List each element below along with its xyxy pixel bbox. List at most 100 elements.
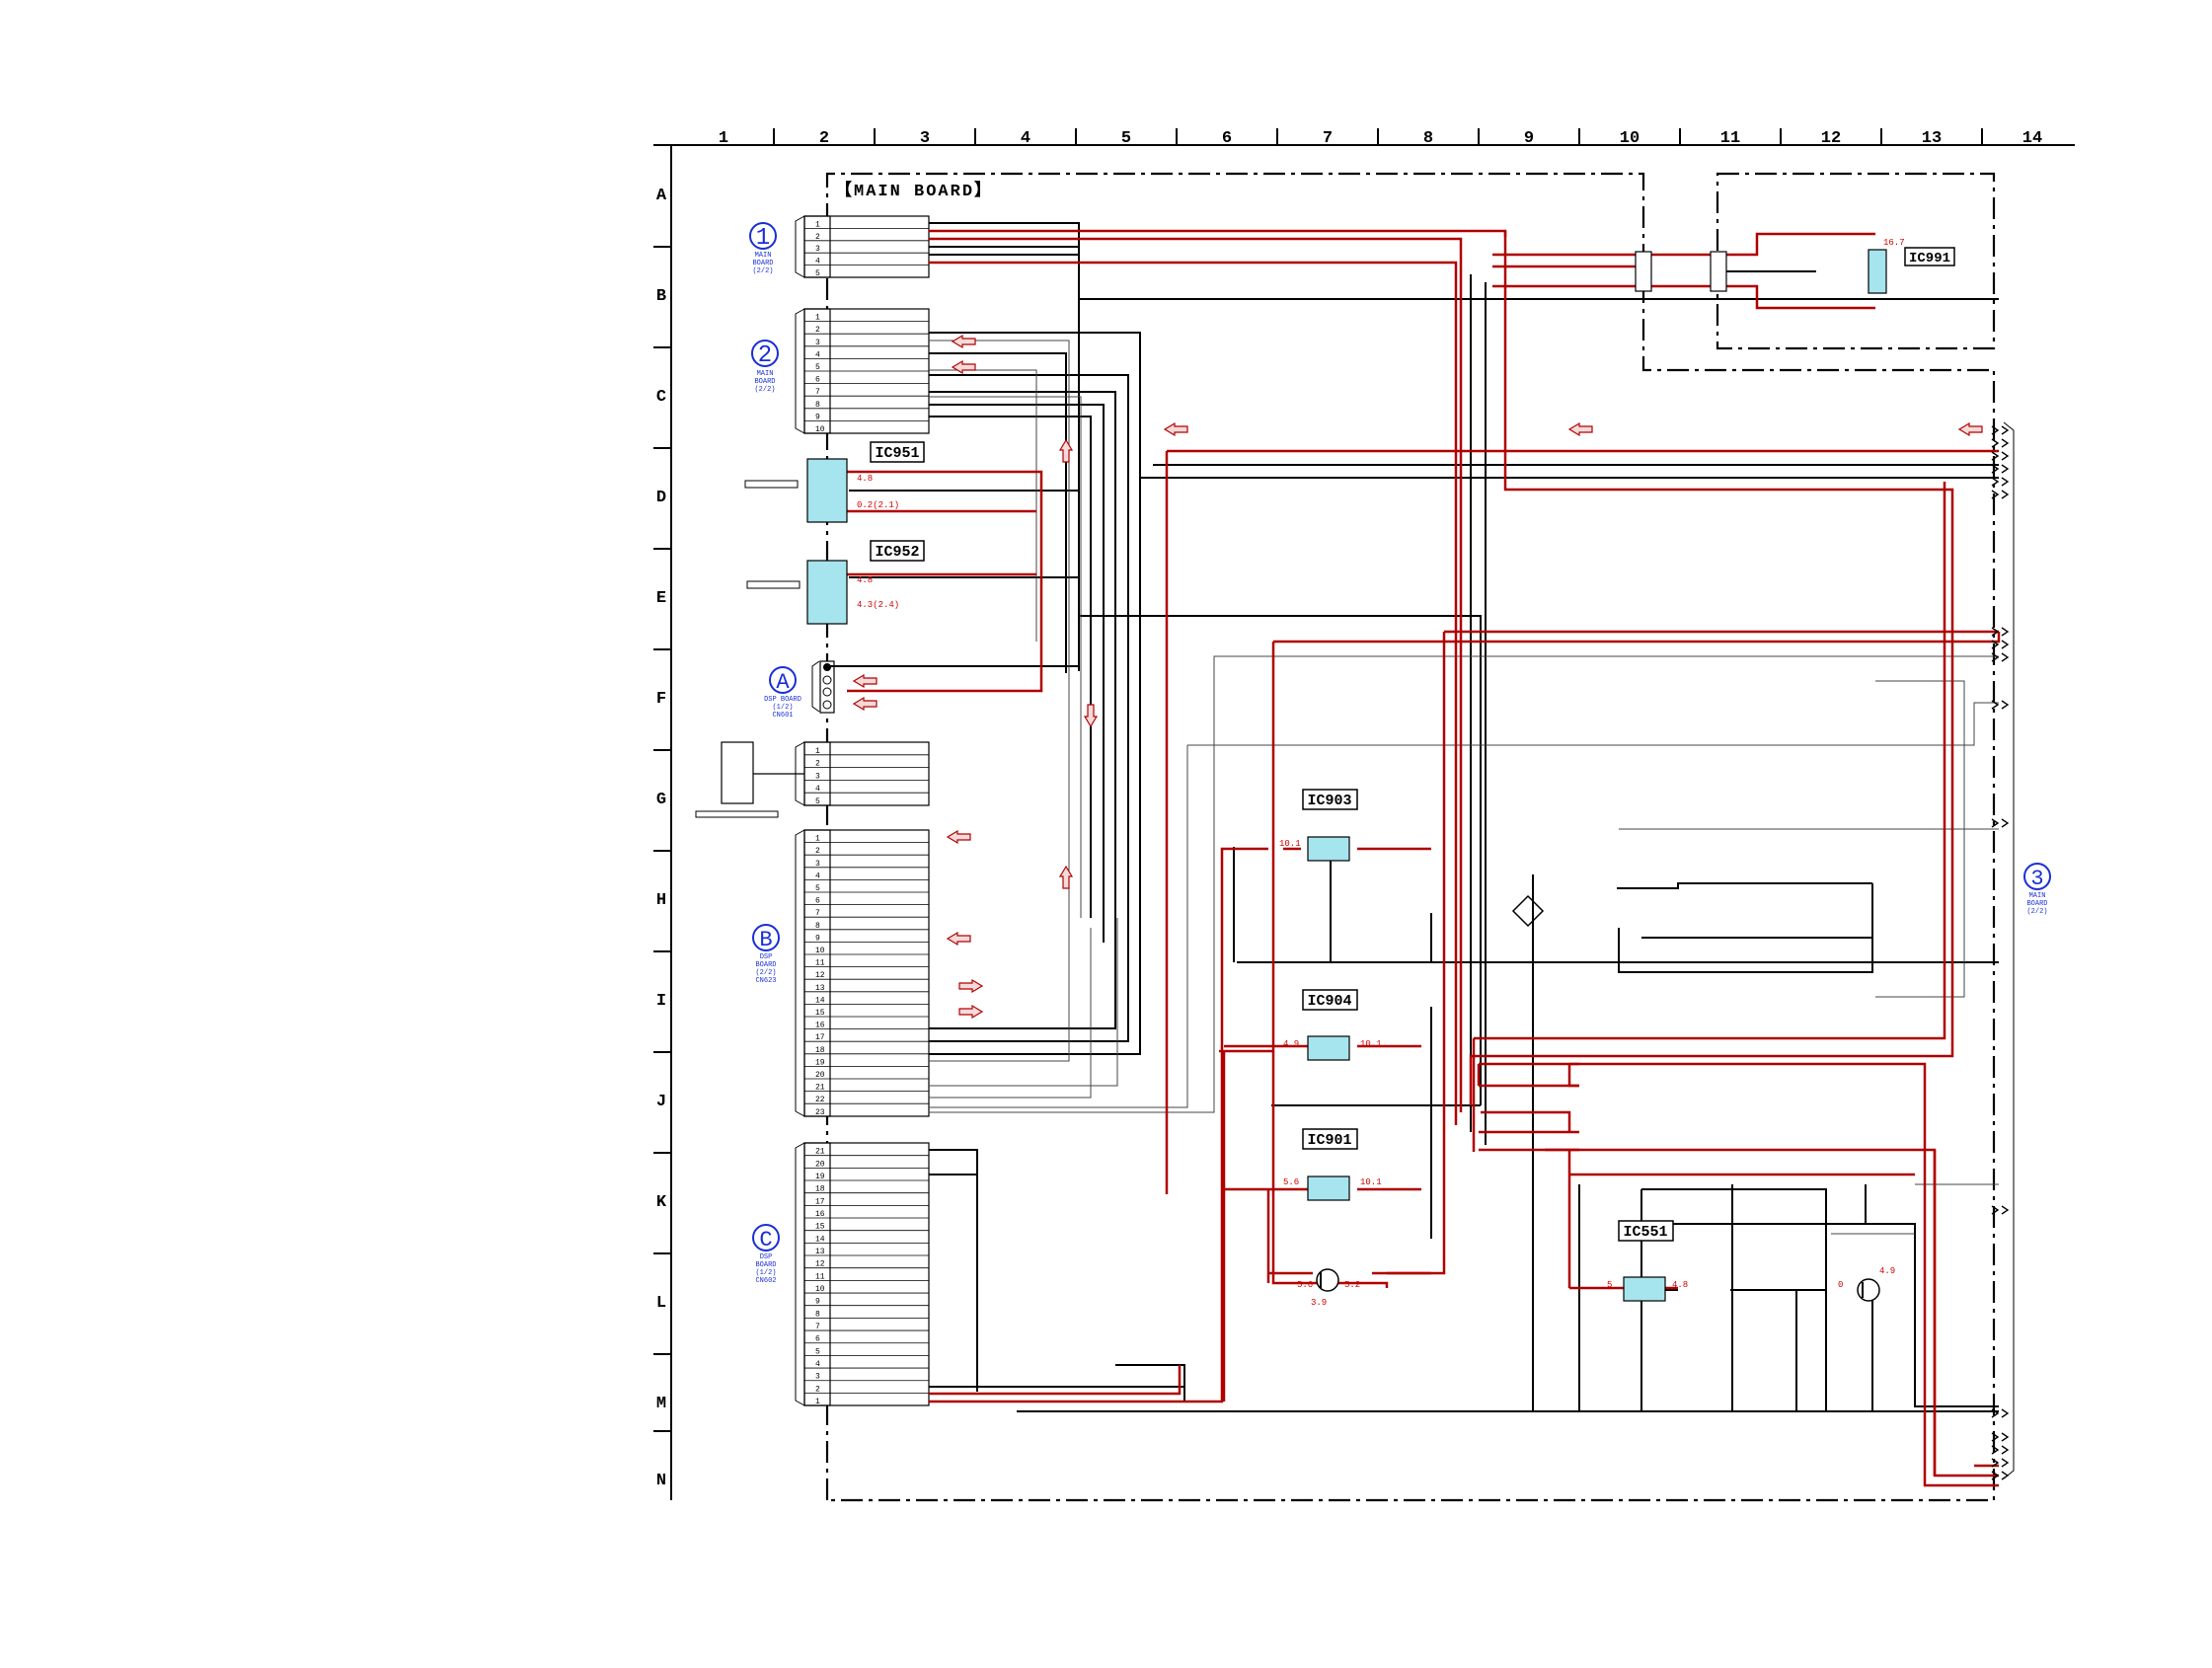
row-label: C: [656, 388, 666, 407]
column-label: 8: [1423, 129, 1433, 148]
connector-2-pin: 7: [815, 388, 820, 397]
connector-3: 3 MAIN BOARD (2/2): [2003, 421, 2051, 1479]
row-label: M: [656, 1395, 666, 1413]
ic551-label: IC551: [1623, 1224, 1667, 1241]
connector-a-marker: A: [776, 670, 790, 695]
transistor-l7-voltage-base: 3.9: [1311, 1298, 1327, 1308]
diode-bridge: [1511, 894, 1545, 928]
thin-traces: [929, 340, 1999, 1235]
connector-2-pin: 8: [815, 401, 820, 410]
connector-2-marker: 2: [758, 342, 772, 369]
ic951: IC951 4.8 0.2(2.1): [744, 441, 925, 523]
connector-b-pin: 11: [815, 959, 825, 968]
connector-2-pin: 9: [815, 413, 820, 421]
connector-c-pin: 19: [815, 1173, 825, 1181]
ic904-voltage-in: 4.9: [1283, 1039, 1299, 1049]
row-label: H: [656, 891, 666, 910]
connector-c-pin: 8: [815, 1310, 820, 1319]
ic904-label: IC904: [1307, 993, 1351, 1010]
connector-2-pin: 6: [815, 376, 820, 385]
connector-c-pin: 17: [815, 1197, 825, 1206]
connector-b-marker: B: [759, 928, 772, 952]
transistor-l13: 0 4.9: [1838, 1266, 1895, 1302]
connector-b-pin: 13: [815, 984, 825, 993]
ic991: IC991 16.7: [1635, 238, 1955, 294]
connector-2-pin: 4: [815, 350, 820, 359]
signal-traces: [827, 222, 1999, 1412]
connector-b-pin: 21: [815, 1084, 825, 1093]
board-boundary: [825, 172, 1996, 1502]
connector-c-pin: 14: [815, 1235, 825, 1244]
row-label: L: [656, 1294, 666, 1313]
column-label: 14: [2022, 129, 2042, 148]
connector-b-line1: DSP: [760, 953, 773, 961]
connector-c-pin: 9: [815, 1298, 820, 1307]
connector-b-pin: 9: [815, 934, 820, 943]
connector-3-line2: BOARD: [2026, 900, 2047, 908]
row-label: B: [656, 287, 666, 306]
connector-3-marker: 3: [2030, 867, 2043, 891]
connector-b-pin: 4: [815, 872, 820, 880]
ic952-voltage-1: 4.8: [857, 575, 873, 585]
connector-3-line1: MAIN: [2029, 892, 2046, 900]
connector-1-pin: 3: [815, 245, 820, 254]
connector-c-pin: 11: [815, 1272, 825, 1281]
row-label: N: [656, 1472, 666, 1490]
column-label: 1: [719, 129, 728, 148]
column-label: 7: [1323, 129, 1333, 148]
connector-g-pin: 1: [815, 747, 820, 756]
ic551: IC551 5 4.8: [1607, 1220, 1688, 1302]
connector-g-pin: 2: [815, 760, 820, 769]
column-label: 4: [1021, 129, 1030, 148]
connector-g-pin: 3: [815, 772, 820, 781]
ic952-label: IC952: [875, 544, 919, 561]
ic904-voltage-out: 10.1: [1360, 1039, 1382, 1049]
connector-b-pin: 23: [815, 1108, 825, 1117]
connector-b-pin: 14: [815, 996, 825, 1005]
row-label: F: [656, 690, 666, 709]
column-label: 11: [1720, 129, 1740, 148]
connector-b-pin: 12: [815, 971, 825, 980]
connector-c-pin: 13: [815, 1248, 825, 1256]
connector-a-line1: DSP BOARD: [764, 696, 801, 704]
row-label: A: [656, 187, 667, 205]
connector-b-pin: 5: [815, 884, 820, 893]
ic901-voltage-out: 10.1: [1360, 1177, 1382, 1187]
connector-b: B DSP BOARD (2/2) CN623: [752, 829, 930, 1117]
ic991-label: IC991: [1909, 251, 1950, 266]
transistor-l13-voltage-right: 4.9: [1879, 1266, 1895, 1276]
ic904: IC904 4.9 10.1: [1283, 989, 1382, 1061]
ic901: IC901 5.6 10.1: [1283, 1128, 1382, 1201]
column-label: 2: [819, 129, 829, 148]
connector-c-pin: 12: [815, 1260, 825, 1269]
connector-b-pin: 3: [815, 860, 820, 869]
transistor-l7-voltage-right: 5.2: [1344, 1280, 1360, 1290]
ic951-label: IC951: [875, 445, 919, 462]
connector-1-pin: 2: [815, 233, 820, 242]
ic551-voltage-in: 5: [1607, 1280, 1612, 1290]
ic951-voltage-2: 0.2(2.1): [857, 500, 899, 510]
transistor-l7-voltage-left: 5.6: [1297, 1280, 1313, 1290]
column-label: 3: [920, 129, 930, 148]
connector-c-line4: CN602: [755, 1277, 776, 1285]
connector-g-pin: 5: [815, 797, 820, 806]
row-label: J: [656, 1093, 666, 1111]
connector-c-pin: 20: [815, 1160, 825, 1169]
connector-b-pin: 10: [815, 947, 825, 955]
connector-3-line3: (2/2): [2026, 908, 2047, 916]
connector-b-pin: 19: [815, 1058, 825, 1067]
ic903-label: IC903: [1307, 793, 1351, 809]
connector-1-pin: 1: [815, 220, 820, 229]
connector-c: C DSP BOARD (1/2) CN602: [752, 1142, 930, 1406]
connector-a-line2: (1/2): [772, 704, 793, 712]
ic903: IC903 10.1: [1279, 789, 1358, 862]
ic952: IC952 4.8 4.3(2.4): [746, 540, 925, 625]
connector-c-line1: DSP: [760, 1253, 773, 1261]
connector-b-pin: 2: [815, 847, 820, 856]
connector-2-pin: 5: [815, 363, 820, 372]
connector-b-pin: 8: [815, 922, 820, 931]
board-title: 【MAIN BOARD】: [835, 180, 993, 201]
connector-b-pin: 15: [815, 1009, 825, 1018]
